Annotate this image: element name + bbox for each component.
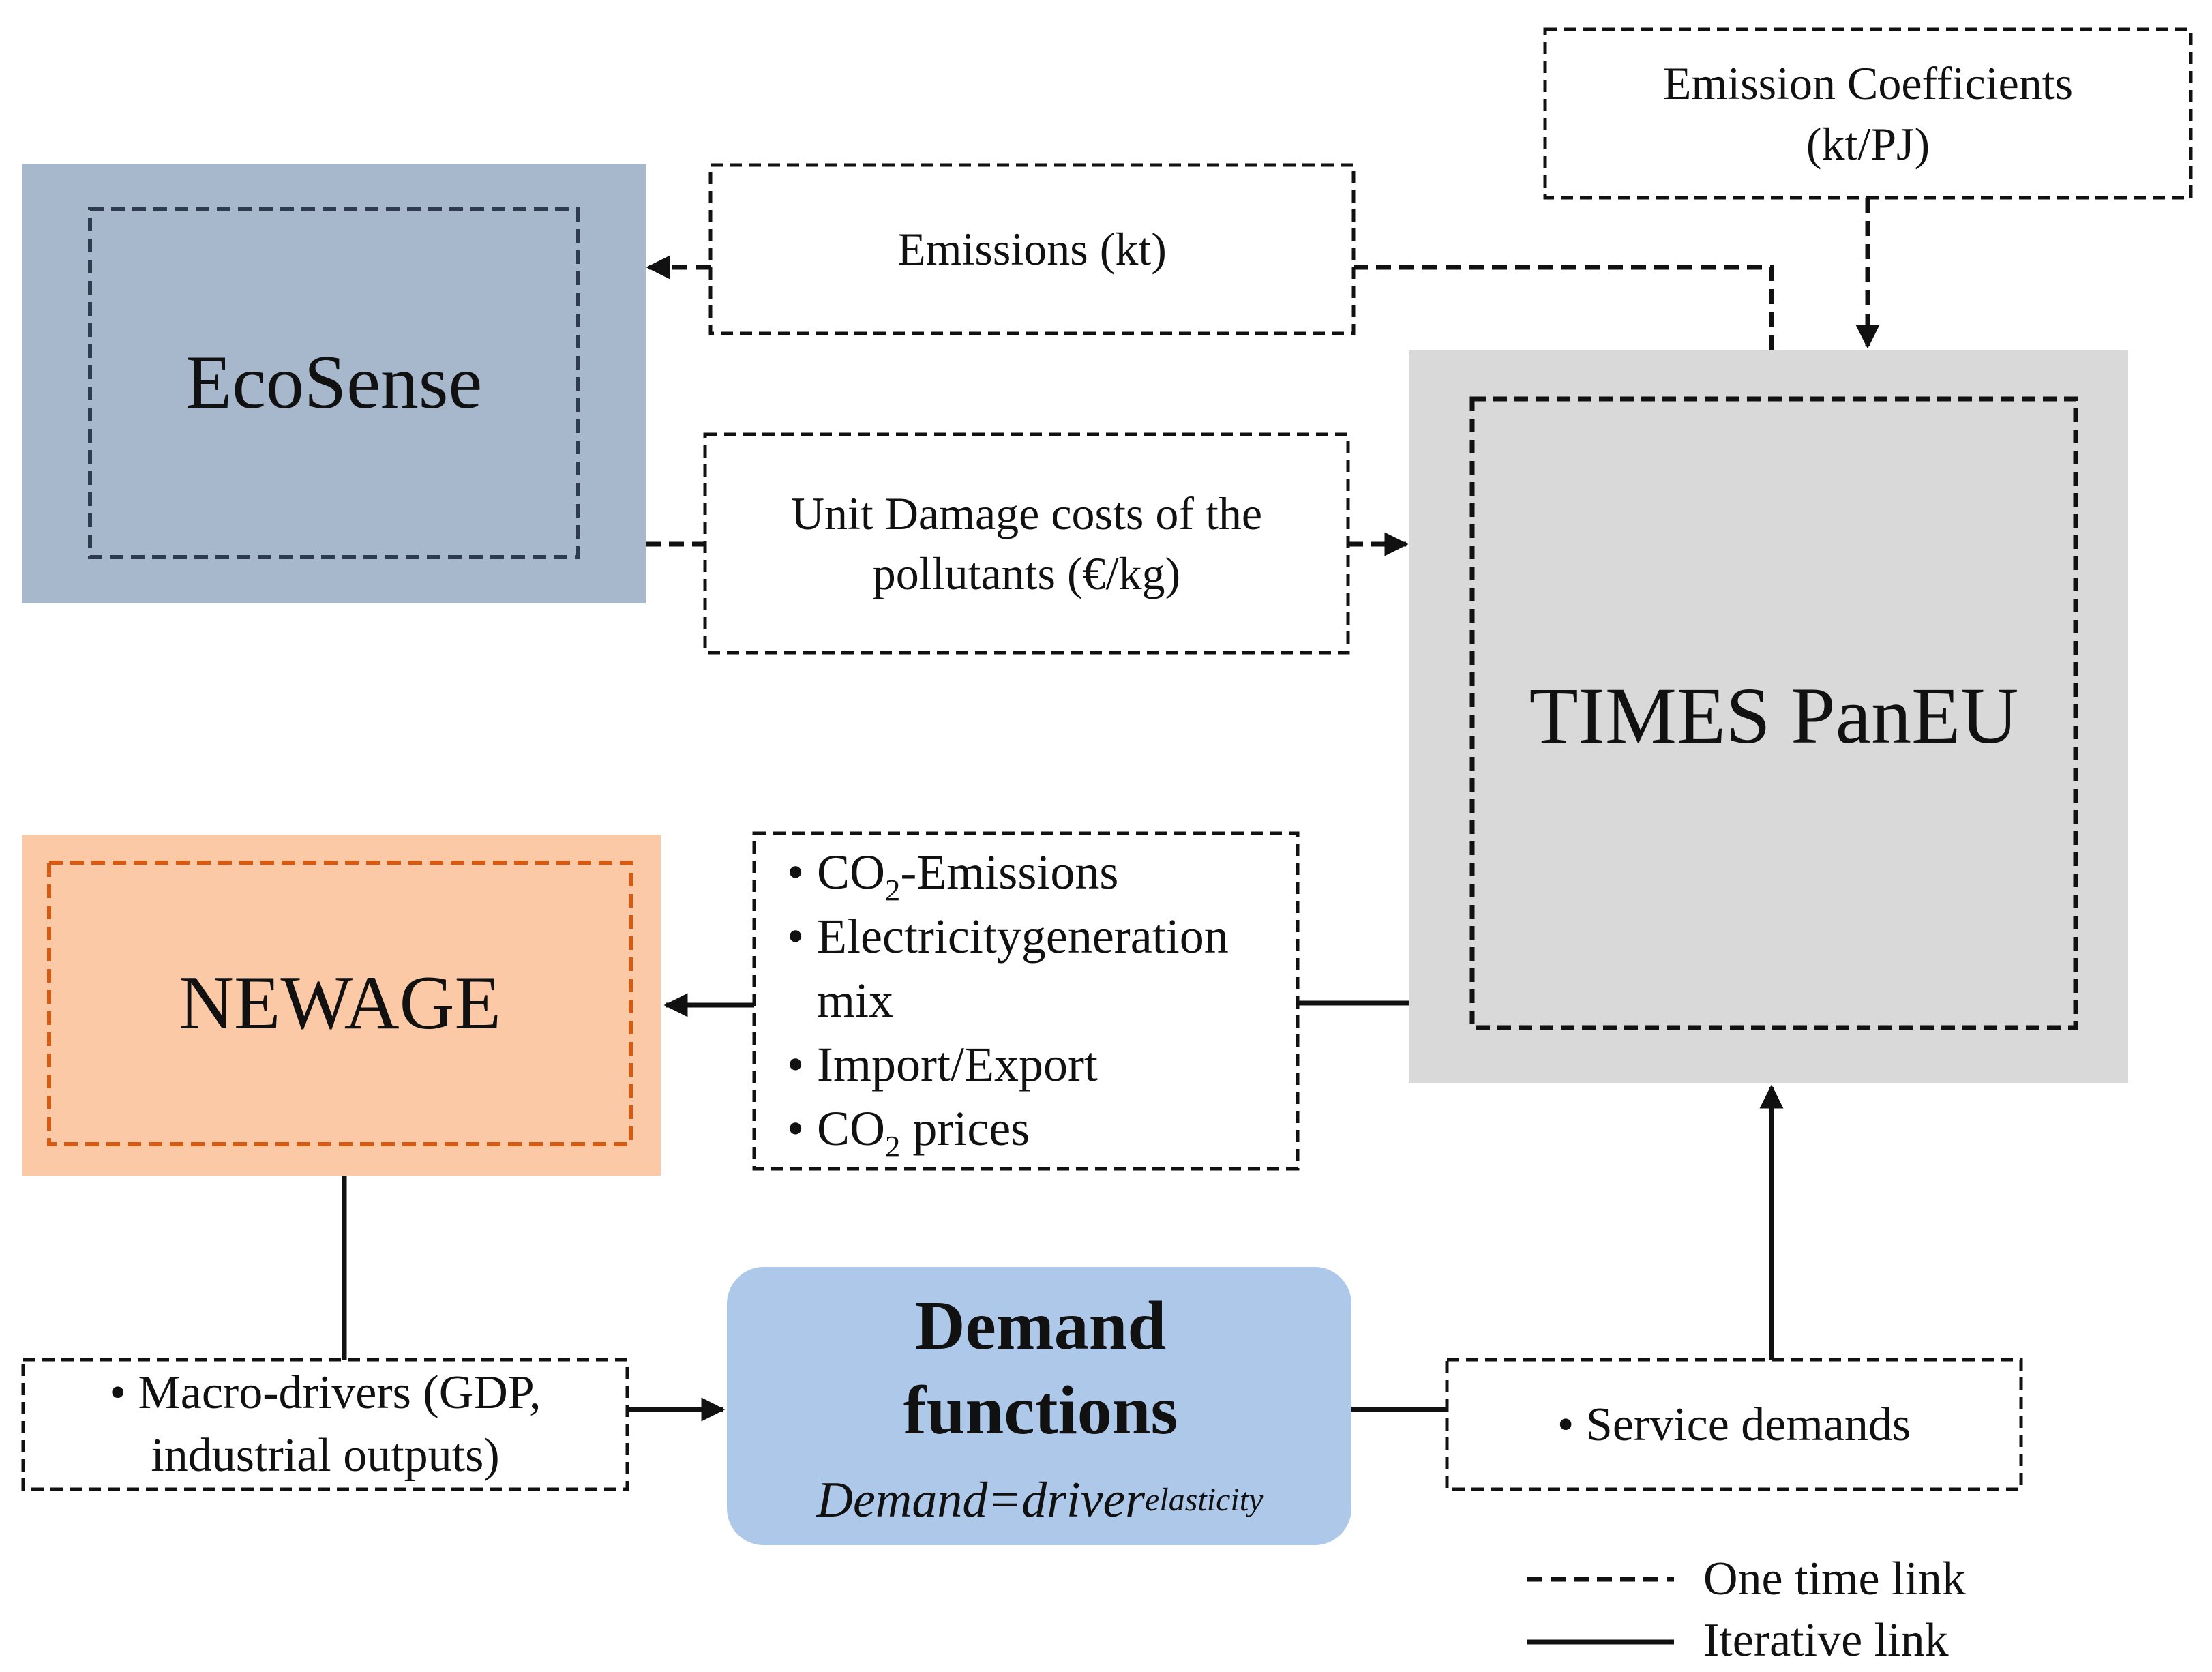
- times-outputs-list: CO2-Emissions Electricitygeneration mix …: [784, 840, 1289, 1161]
- list-item: Electricitygeneration mix: [784, 904, 1289, 1032]
- service-demands-label: • Service demands: [1447, 1360, 2021, 1489]
- macro-drivers-label: • Macro-drivers (GDP, industrial outputs…: [23, 1360, 627, 1489]
- times-inner-frame: [1469, 396, 2078, 1030]
- unit-damage-line1: Unit Damage costs of the: [790, 487, 1263, 539]
- times-block: [1409, 350, 2128, 1083]
- macro-drivers-line1: • Macro-drivers (GDP,: [109, 1366, 541, 1419]
- ecosense-block: [22, 164, 646, 603]
- times-title: TIMES PanEU: [1529, 671, 2019, 761]
- emission-coefficients-line1: Emission Coefficients: [1662, 57, 2074, 110]
- newage-title: NEWAGE: [179, 960, 501, 1045]
- emission-coefficients-label: Emission Coefficients (kt/PJ): [1545, 29, 2191, 198]
- times-to-emissions-link: [1354, 265, 1774, 350]
- demand-block: [727, 1267, 1351, 1545]
- unit-damage-line2: pollutants (€/kg): [872, 548, 1181, 599]
- emissions-box: [708, 163, 1356, 335]
- ecosense-inner-frame: [88, 207, 580, 559]
- demand-formula-base: Demand=driver: [816, 1472, 1146, 1528]
- legend-iterative-label: Iterative link: [1703, 1614, 1949, 1667]
- demand-title: Demand functions: [903, 1287, 1178, 1449]
- demand-formula-exponent: elasticity: [1145, 1481, 1264, 1518]
- newage-inner-frame: [47, 861, 633, 1146]
- emission-coefficients-line2: (kt/PJ): [1806, 117, 1930, 170]
- service-demands-box: [1445, 1358, 2023, 1491]
- ecosense-title: EcoSense: [185, 340, 483, 426]
- list-item: Import/Export: [784, 1032, 1289, 1096]
- unit-damage-label: Unit Damage costs of the pollutants (€/k…: [705, 434, 1348, 653]
- list-item: CO2 prices: [784, 1096, 1289, 1161]
- list-item: CO2-Emissions: [784, 840, 1289, 905]
- macro-drivers-box: [21, 1358, 629, 1491]
- emissions-label: Emissions (kt): [897, 223, 1167, 275]
- macro-drivers-line2: industrial outputs): [151, 1429, 500, 1482]
- newage-block: [22, 835, 661, 1176]
- emission-coefficients-box: [1543, 27, 2193, 200]
- legend-one-time-label: One time link: [1703, 1553, 1966, 1605]
- service-demands-text: • Service demands: [1557, 1398, 1911, 1451]
